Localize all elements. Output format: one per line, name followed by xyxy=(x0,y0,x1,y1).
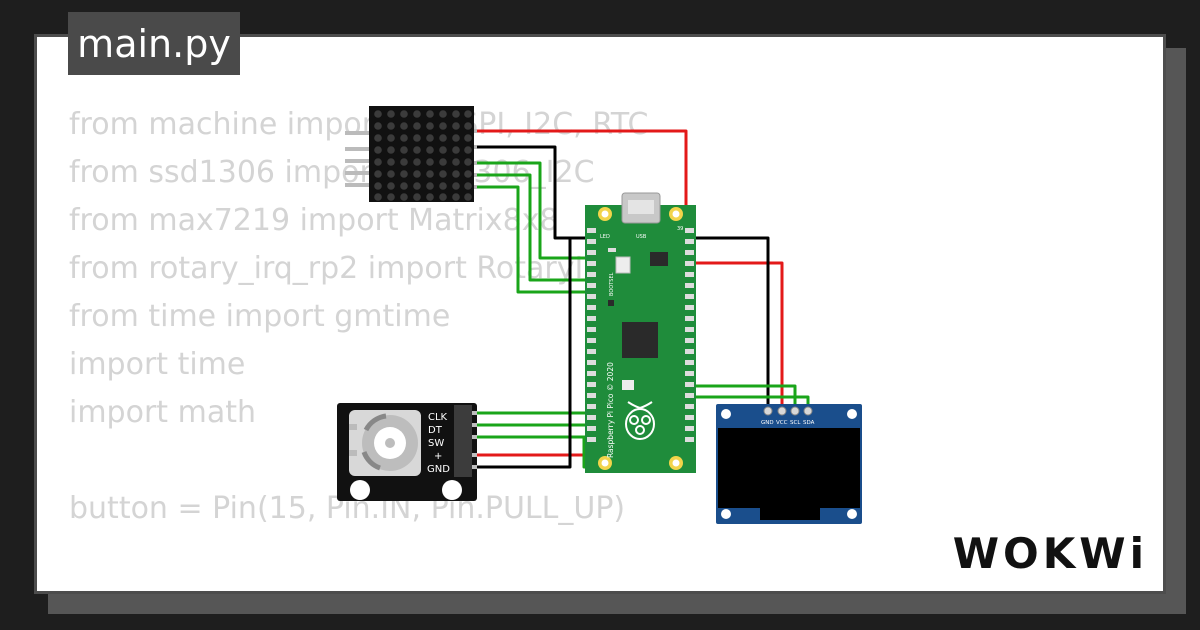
oled-pin-scl: SCL xyxy=(790,420,801,426)
encoder-header xyxy=(454,405,472,477)
bootsel-button xyxy=(615,256,631,274)
rotary-knob-icon xyxy=(349,410,421,476)
pico-pin39-label: 39 xyxy=(677,226,683,232)
wokwi-logo: WOKWi xyxy=(952,529,1148,578)
encoder-label-sw: SW xyxy=(428,438,444,449)
code-line: radius = 180 xyxy=(69,581,648,591)
rotary-encoder[interactable]: CLK DT SW + GND xyxy=(337,403,477,501)
wire-red-matrix-vcc xyxy=(474,129,688,212)
pico-bootsel-label: BOOTSEL xyxy=(609,272,615,296)
oled-pin-vcc: VCC xyxy=(776,420,788,426)
encoder-label-clk: CLK xyxy=(428,412,448,423)
wire-green-matrix-cs xyxy=(474,173,600,282)
pico-pins-right xyxy=(685,228,694,442)
pico-usb-label: USB xyxy=(636,234,647,240)
wire-black-oled-gnd xyxy=(686,236,770,410)
code-line: from time import gmtime xyxy=(69,299,451,334)
wire-black-matrix-gnd xyxy=(474,145,600,240)
pico-led-label: LED xyxy=(600,234,610,240)
pico-board[interactable]: LED USB 39 BOOTSEL Raspberry Pi Pico © 2… xyxy=(585,192,696,473)
oled-pin-gnd: GND xyxy=(761,420,774,426)
code-line: import time xyxy=(69,347,246,382)
oled-screen xyxy=(718,428,860,508)
code-line: import math xyxy=(69,395,256,430)
encoder-label-dt: DT xyxy=(428,425,443,436)
pico-board-text: Raspberry Pi Pico © 2020 xyxy=(606,362,615,458)
wire-green-oled-scl xyxy=(686,384,797,410)
code-line: from max7219 import Matrix8x8 xyxy=(69,203,559,238)
encoder-label-gnd: GND xyxy=(427,464,450,475)
flash-chip xyxy=(650,252,668,266)
rp2040-chip xyxy=(622,322,658,358)
raspberry-logo-icon xyxy=(625,401,655,440)
oled-pin-sda: SDA xyxy=(803,420,815,426)
pico-pins-left xyxy=(587,228,596,442)
wire-green-matrix-clk xyxy=(474,185,600,294)
led-matrix[interactable] xyxy=(345,106,477,202)
encoder-label-plus: + xyxy=(434,451,442,462)
wire-green-matrix-din xyxy=(474,161,600,260)
file-tab[interactable]: main.py xyxy=(68,12,240,75)
wire-black-enc-gnd xyxy=(474,238,572,469)
matrix-leds xyxy=(374,110,472,201)
oled-display[interactable]: GND VCC SCL SDA xyxy=(716,404,862,524)
